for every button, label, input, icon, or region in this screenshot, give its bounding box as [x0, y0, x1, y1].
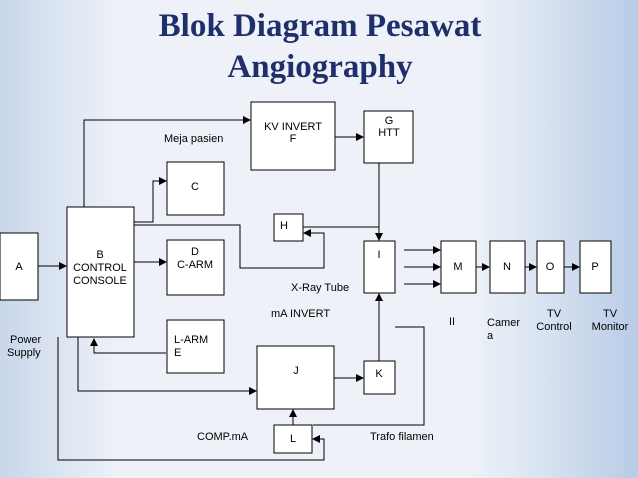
block-g-label-1: G — [385, 115, 394, 127]
tv-control-label-2: Control — [536, 321, 571, 333]
camera-label-1: Camer — [487, 317, 520, 329]
connector-e-b — [90, 338, 166, 354]
block-e-label-1: L-ARM — [174, 334, 208, 346]
block-p — [579, 240, 612, 294]
connector-b-j — [77, 337, 257, 395]
power-supply-label-1: Power — [10, 334, 42, 346]
block-m — [440, 240, 477, 294]
block-j-label: J — [293, 365, 299, 377]
ma-invert-label: mA INVERT — [271, 308, 330, 320]
block-j — [256, 345, 335, 410]
block-a — [0, 232, 39, 301]
connector-b-h — [134, 224, 325, 269]
block-a-label: A — [15, 261, 23, 273]
block-n-label: N — [503, 261, 511, 273]
block-f-label-1: KV INVERT — [264, 121, 322, 133]
block-g — [363, 110, 414, 164]
block-i-label: I — [377, 249, 380, 261]
block-k — [363, 360, 396, 395]
block-d — [166, 239, 225, 296]
block-e — [166, 319, 225, 374]
block-d-label-2: C-ARM — [177, 259, 213, 271]
meja-pasien-label: Meja pasien — [164, 133, 223, 145]
tv-control-label-1: TV — [547, 308, 562, 320]
block-d-label-1: D — [191, 246, 199, 258]
block-m-label: M — [453, 261, 462, 273]
block-l-label: L — [290, 433, 296, 445]
block-b-label-2: CONTROL — [73, 262, 127, 274]
block-g-label-2: HTT — [378, 127, 400, 139]
block-h — [273, 213, 304, 242]
block-b-label-3: CONSOLE — [73, 275, 127, 287]
tv-monitor-label-2: Monitor — [592, 321, 629, 333]
power-supply-label-2: Supply — [7, 347, 41, 359]
block-c-label: C — [191, 181, 199, 193]
ii-label: II — [449, 316, 455, 328]
comp-ma-label: COMP.mA — [197, 431, 249, 443]
camera-label-2: a — [487, 330, 494, 342]
trafo-filamen-label: Trafo filamen — [370, 431, 434, 443]
xray-tube-label: X-Ray Tube — [291, 282, 349, 294]
block-e-label-2: E — [174, 347, 181, 359]
block-b — [66, 206, 135, 338]
connector-b-c — [134, 177, 167, 223]
connector-trafo-filamen — [313, 326, 425, 426]
block-o-label: O — [546, 261, 555, 273]
connector-b-f — [83, 116, 251, 207]
block-h-label: H — [280, 220, 288, 232]
tv-monitor-label-1: TV — [603, 308, 618, 320]
block-n — [489, 240, 526, 294]
block-b-label-1: B — [96, 249, 103, 261]
background-decoration-right — [468, 0, 638, 478]
block-f-label-2: F — [290, 133, 297, 145]
block-i — [363, 240, 396, 294]
block-o — [536, 240, 565, 294]
block-f — [250, 101, 336, 171]
block-c — [166, 161, 225, 216]
connector-b-l — [57, 337, 325, 461]
block-p-label: P — [591, 261, 598, 273]
slide-title: Blok Diagram Pesawat Angiography — [158, 8, 482, 85]
block-k-label: K — [375, 368, 383, 380]
